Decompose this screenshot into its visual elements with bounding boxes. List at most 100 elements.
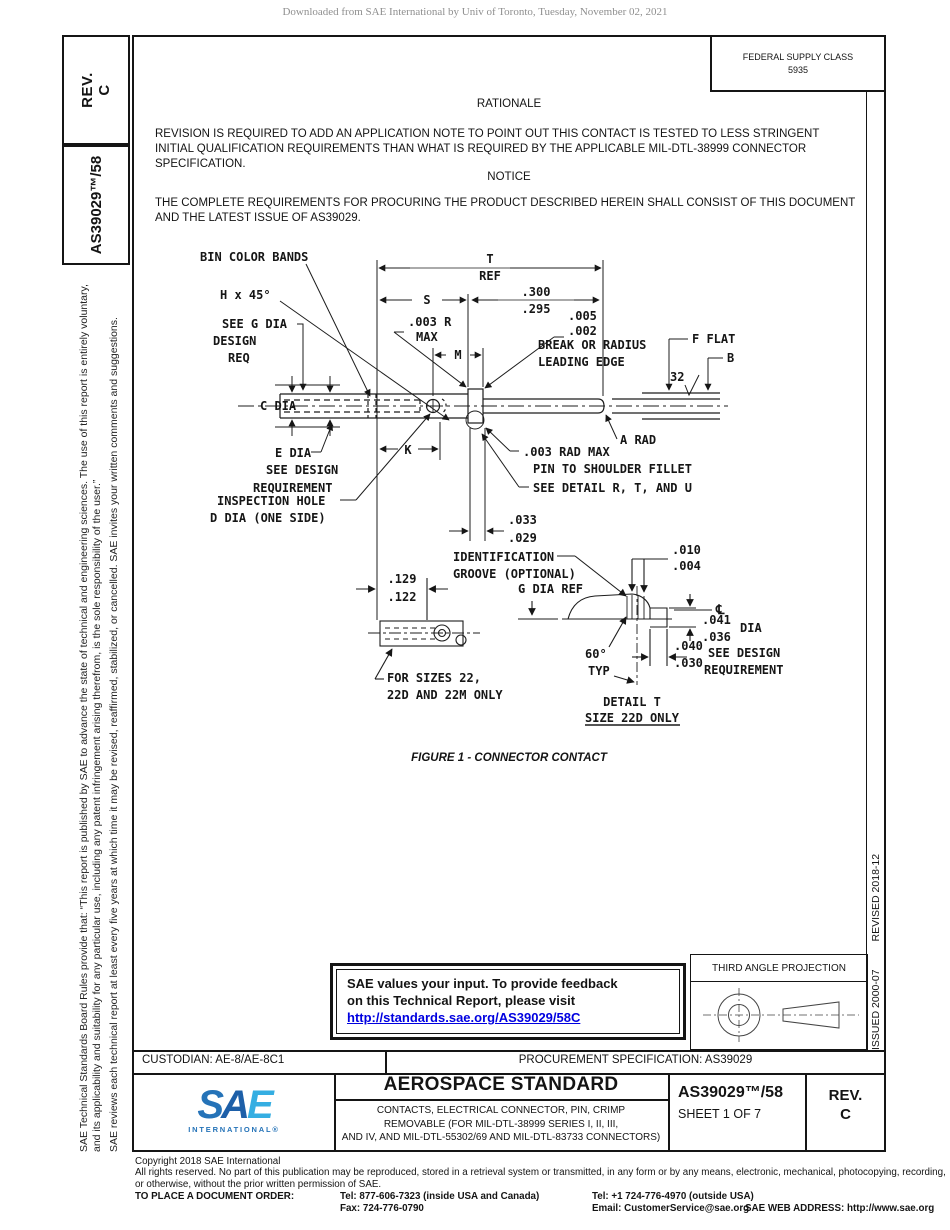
label-003r-max: MAX bbox=[416, 330, 438, 344]
page-border-frame bbox=[132, 35, 886, 1152]
feedback-box: SAE values your input. To provide feedba… bbox=[330, 963, 686, 1040]
revision-history-vertical: ISSUED 2000-07 REVISED 2018-12 bbox=[866, 718, 886, 1050]
label-60-deg: 60° bbox=[585, 647, 607, 661]
main-view-dimensions bbox=[275, 260, 723, 620]
title-block-description: CONTACTS, ELECTRICAL CONNECTOR, PIN, CRI… bbox=[336, 1104, 666, 1145]
centerline-symbol: ℄ bbox=[715, 603, 725, 618]
label-g-dia-ref: G DIA REF bbox=[518, 582, 583, 596]
revision-value: C bbox=[840, 1106, 851, 1123]
feedback-link[interactable]: http://standards.sae.org/AS39029/58C bbox=[347, 1010, 581, 1025]
label-033: .033 bbox=[508, 513, 537, 527]
document-number-cell: AS39029™/58 SHEET 1 OF 7 bbox=[678, 1084, 803, 1121]
label-010: .010 bbox=[672, 543, 701, 557]
label-h-x-45: H x 45° bbox=[220, 288, 271, 302]
description-line-2: REMOVABLE (FOR MIL-DTL-38999 SERIES I, I… bbox=[383, 1118, 619, 1130]
label-003r: .003 R bbox=[408, 315, 452, 329]
order-label: TO PLACE A DOCUMENT ORDER: bbox=[135, 1191, 295, 1202]
fsc-title: FEDERAL SUPPLY CLASS bbox=[742, 51, 854, 62]
label-b: B bbox=[727, 351, 734, 365]
sidebar-rev-label: REV. bbox=[78, 72, 96, 108]
label-leading-edge: LEADING EDGE bbox=[538, 355, 625, 369]
label-s: S bbox=[423, 293, 430, 307]
label-f-flat: F FLAT bbox=[692, 332, 735, 346]
rationale-body: REVISION IS REQUIRED TO ADD AN APPLICATI… bbox=[155, 128, 820, 170]
sidebar-doc-number: AS39029™/58 bbox=[87, 155, 105, 255]
label-a-rad: A RAD bbox=[620, 433, 656, 447]
aerospace-standard-heading: AEROSPACE STANDARD bbox=[334, 1074, 668, 1101]
rights-text: All rights reserved. No part of this pub… bbox=[135, 1167, 946, 1190]
label-inspection-hole: INSPECTION HOLE bbox=[217, 494, 325, 508]
fsc-code: 5935 bbox=[787, 64, 809, 75]
label-e-dia-requirement: REQUIREMENT bbox=[253, 481, 332, 495]
fax-number: Fax: 724-776-0790 bbox=[340, 1203, 424, 1214]
rationale-heading: RATIONALE bbox=[476, 98, 542, 110]
label-for-sizes-22: FOR SIZES 22, bbox=[387, 671, 481, 685]
label-pin-to-shoulder: PIN TO SHOULDER FILLET bbox=[533, 462, 692, 476]
label-break-or-radius: BREAK OR RADIUS bbox=[538, 338, 646, 352]
label-identification: IDENTIFICATION bbox=[453, 550, 554, 564]
label-bin-color-bands: BIN COLOR BANDS bbox=[200, 250, 308, 264]
label-k: K bbox=[404, 443, 412, 457]
sidebar-rev-value: C bbox=[96, 84, 113, 96]
label-ref: REF bbox=[479, 269, 501, 283]
email-address: Email: CustomerService@sae.org bbox=[592, 1203, 750, 1214]
tel-outside-usa: Tel: +1 724-776-4970 (outside USA) bbox=[592, 1191, 754, 1202]
label-300: .300 bbox=[522, 285, 551, 299]
label-295: .295 bbox=[522, 302, 551, 316]
copyright-line: Copyright 2018 SAE International bbox=[135, 1156, 281, 1167]
label-typ: TYP bbox=[588, 664, 610, 678]
figure-1-connector-contact-drawing: BIN COLOR BANDS H x 45° SEE G DIA DESIGN… bbox=[200, 250, 783, 726]
label-req: REQ bbox=[228, 351, 250, 365]
label-d-dia-one-side: D DIA (ONE SIDE) bbox=[210, 511, 326, 525]
title-block-divider-1 bbox=[334, 1073, 336, 1152]
download-watermark: Downloaded from SAE International by Uni… bbox=[282, 6, 668, 18]
sae-logo: SAE INTERNATIONAL® bbox=[173, 1083, 295, 1134]
feedback-line-1: SAE values your input. To provide feedba… bbox=[347, 976, 618, 991]
label-t: T bbox=[486, 252, 493, 266]
label-m: M bbox=[454, 348, 461, 362]
title-block-divider-2 bbox=[668, 1073, 670, 1152]
revised-date: REVISED 2018-12 bbox=[870, 853, 882, 942]
custodian-text: CUSTODIAN: AE-8/AE-8C1 bbox=[142, 1054, 285, 1066]
title-block-divider-3 bbox=[805, 1073, 807, 1152]
label-041: .041 bbox=[702, 613, 731, 627]
issued-date: ISSUED 2000-07 bbox=[870, 969, 882, 1050]
sae-web-address: SAE WEB ADDRESS: http://www.sae.org bbox=[745, 1203, 935, 1214]
sheet-number: SHEET 1 OF 7 bbox=[678, 1107, 762, 1121]
label-see-detail-rtu: SEE DETAIL R, T, AND U bbox=[533, 481, 692, 495]
label-c-dia: C DIA bbox=[260, 399, 297, 413]
sidebar-doc-number-box: AS39029™/58 bbox=[62, 145, 130, 265]
label-design: DESIGN bbox=[213, 334, 256, 348]
drawing-labels: BIN COLOR BANDS H x 45° SEE G DIA DESIGN… bbox=[200, 250, 783, 725]
label-detail-t: DETAIL T bbox=[603, 695, 661, 709]
label-size-22d-only: SIZE 22D ONLY bbox=[585, 711, 680, 725]
disclaimer-paragraph-1: SAE Technical Standards Board Rules prov… bbox=[78, 284, 103, 1152]
custodian-row-top-rule bbox=[132, 1050, 886, 1052]
label-029: .029 bbox=[508, 531, 537, 545]
description-line-1: CONTACTS, ELECTRICAL CONNECTOR, PIN, CRI… bbox=[376, 1105, 626, 1116]
feedback-line-2: on this Technical Report, please visit bbox=[347, 993, 576, 1008]
label-dia: DIA bbox=[740, 621, 762, 635]
label-036: .036 bbox=[702, 630, 731, 644]
third-angle-projection-box: THIRD ANGLE PROJECTION bbox=[690, 954, 868, 1050]
label-122: .122 bbox=[388, 590, 417, 604]
third-angle-projection-title: THIRD ANGLE PROJECTION bbox=[691, 955, 867, 982]
label-005: .005 bbox=[568, 309, 597, 323]
tel-inside-usa: Tel: 877-606-7323 (inside USA and Canada… bbox=[340, 1191, 540, 1202]
lower-left-detail-geometry bbox=[356, 578, 480, 680]
label-003-rad-max: .003 RAD MAX bbox=[523, 445, 610, 459]
label-22d-22m-only: 22D AND 22M ONLY bbox=[387, 688, 503, 702]
document-number: AS39029™/58 bbox=[678, 1084, 783, 1101]
sae-logo-letters: SAE bbox=[197, 1083, 273, 1127]
federal-supply-class-box: FEDERAL SUPPLY CLASS 5935 bbox=[710, 37, 884, 92]
label-040: .040 bbox=[674, 639, 703, 653]
label-groove-optional: GROOVE (OPTIONAL) bbox=[453, 567, 576, 581]
label-e-dia-see-design: SEE DESIGN bbox=[266, 463, 338, 477]
label-e-dia: E DIA bbox=[275, 446, 312, 460]
label-requirement: REQUIREMENT bbox=[704, 663, 783, 677]
sae-logo-subtext: INTERNATIONAL® bbox=[188, 1125, 280, 1134]
label-002: .002 bbox=[568, 324, 597, 338]
label-030: .030 bbox=[674, 656, 703, 670]
disclaimer-paragraph-2: SAE reviews each technical report at lea… bbox=[108, 317, 120, 1152]
